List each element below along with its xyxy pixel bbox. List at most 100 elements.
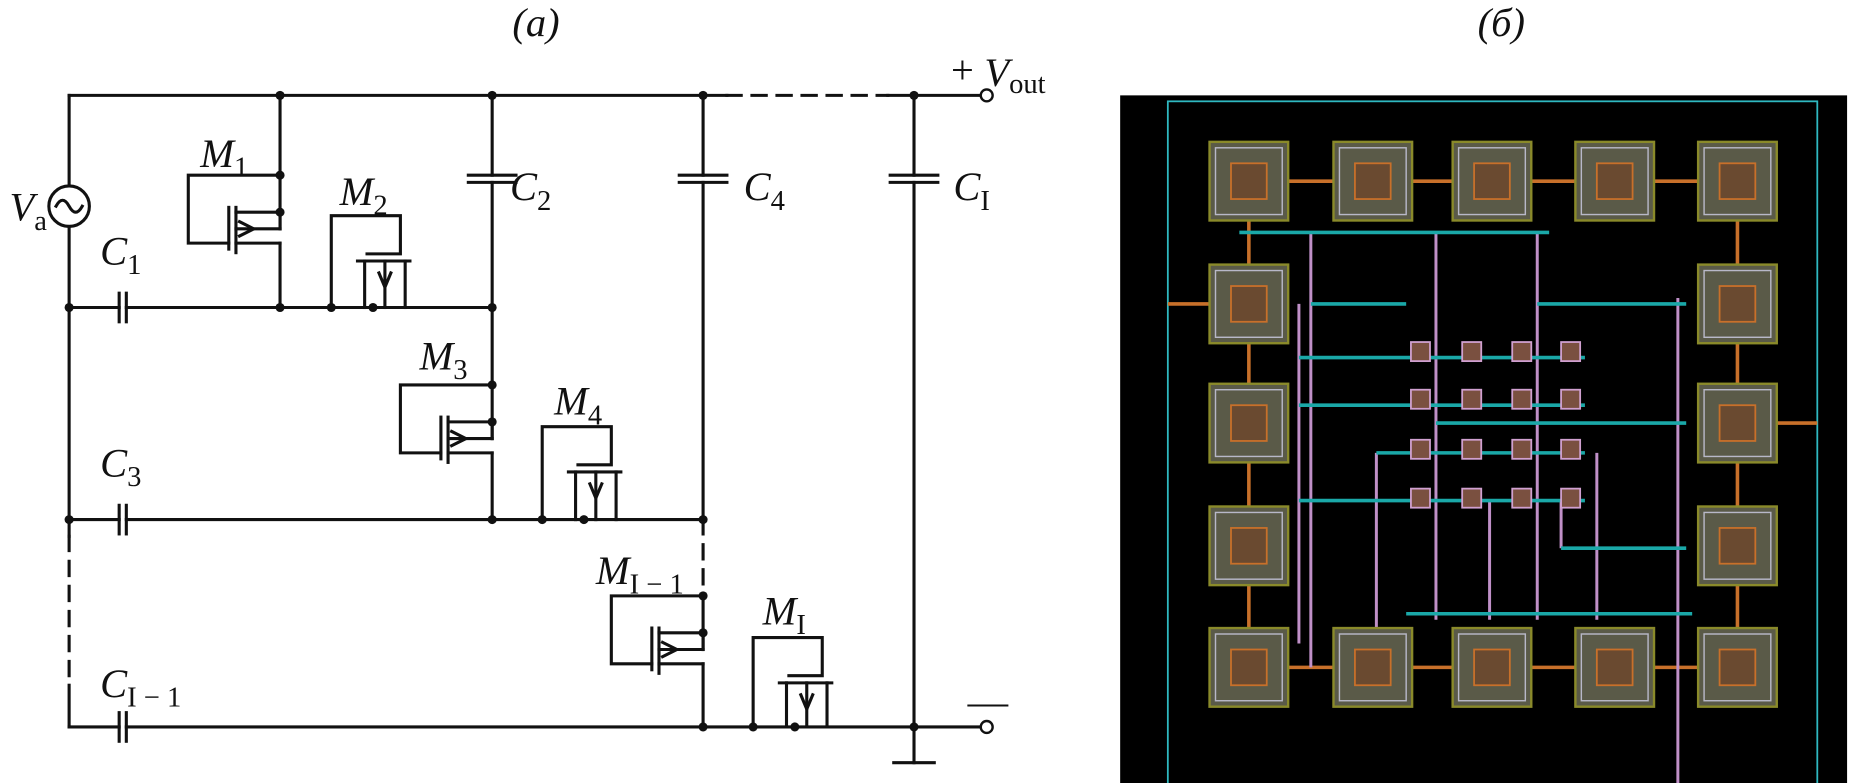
junction-dot (487, 90, 497, 100)
c-i-label: CI (953, 164, 990, 217)
junction-dot (275, 302, 285, 313)
transistor-cell (1461, 438, 1483, 460)
junction-dot (698, 515, 708, 525)
minus-terminal-label: — (967, 679, 1009, 724)
pad-inner (1214, 147, 1283, 216)
transistor-cell (1560, 388, 1582, 410)
pad-core (1718, 527, 1757, 565)
pad-core (1718, 285, 1757, 323)
c4-label: C4 (744, 164, 785, 217)
junction-dot (275, 170, 285, 180)
arrow-icon (449, 429, 470, 448)
junction-dot (275, 207, 285, 217)
pad-core (1230, 404, 1268, 442)
pad-inner (1214, 633, 1283, 702)
c-i-minus-1-label: CI − 1 (100, 661, 181, 714)
pad-inner (1338, 147, 1407, 216)
junction-dot (537, 515, 547, 525)
io-pad (1208, 263, 1290, 345)
junction-dot (64, 515, 74, 525)
pad-inner (1703, 633, 1772, 702)
junction-dot (909, 722, 919, 732)
arrow-icon (798, 692, 815, 714)
wire (186, 173, 282, 245)
charge-pump-schematic (47, 88, 994, 765)
pad-core (1718, 648, 1757, 687)
minus-terminal (979, 719, 994, 735)
transistor-cell (1461, 341, 1483, 363)
transistor-cell (1461, 487, 1483, 509)
transistor-cell (1560, 341, 1582, 363)
vout-label: Vout (984, 50, 1045, 100)
m1-label: M1 (199, 131, 248, 184)
pad-core (1595, 648, 1634, 687)
junction-dot (368, 302, 378, 313)
junction-dot (579, 515, 589, 525)
transistor-cell (1511, 388, 1533, 410)
caption-b: (б) (1478, 0, 1525, 45)
pad-core (1473, 162, 1511, 200)
junction-dot (698, 722, 708, 732)
pad-core (1354, 648, 1392, 687)
transistor-cell (1511, 341, 1533, 363)
junction-dot (698, 628, 708, 638)
arrow-icon (237, 219, 258, 239)
pad-inner (1703, 269, 1772, 338)
junction-dot (790, 722, 800, 732)
sine-icon (53, 198, 85, 214)
pad-inner (1703, 388, 1772, 458)
schematic-labels: (a) (б) + — Vout Va M1 M2 M3 M4 MI − 1 M… (10, 0, 1525, 724)
junction-dot (698, 591, 708, 601)
wire (540, 425, 613, 522)
pad-inner (1338, 633, 1407, 702)
junction-dot (748, 722, 758, 732)
transistor-cell (1461, 388, 1483, 410)
junction-dot (909, 90, 919, 100)
arrow-icon (660, 640, 681, 659)
plus-terminal-label: + (951, 47, 974, 92)
pad-inner (1214, 269, 1283, 338)
va-label: Va (10, 184, 48, 237)
wire (609, 594, 705, 666)
pad-core (1595, 162, 1634, 200)
pad-core (1230, 527, 1268, 565)
junction-dot (698, 90, 708, 100)
transistor-cell (1410, 388, 1431, 410)
pad-inner (1214, 511, 1283, 580)
chip-layout (1120, 95, 1848, 783)
pad-inner (1457, 633, 1527, 702)
junction-dot (487, 515, 497, 525)
pad-core (1354, 162, 1392, 200)
transistor-cell (1410, 341, 1431, 363)
pad-inner (1457, 147, 1527, 216)
transistor-cell (1560, 438, 1582, 460)
transistor-cell (1410, 487, 1431, 509)
pad-inner (1580, 633, 1649, 702)
junction-dot (64, 302, 74, 313)
pad-inner (1580, 147, 1649, 216)
m-i-label: MI (762, 588, 806, 641)
junction-dot (275, 90, 285, 100)
pad-core (1230, 285, 1268, 323)
transistor-cell (1560, 487, 1582, 509)
m3-label: M3 (418, 333, 467, 386)
pad-inner (1214, 388, 1283, 458)
pad-core (1473, 648, 1511, 687)
junction-dot (487, 302, 497, 313)
vout-plus-terminal (979, 88, 994, 103)
m4-label: M4 (553, 379, 602, 432)
wire (751, 636, 824, 729)
transistor-cell (1511, 438, 1533, 460)
junction-dot (487, 380, 497, 390)
junction-dot (326, 302, 336, 313)
junction-dot (487, 417, 497, 427)
pad-inner (1703, 147, 1772, 216)
wire (398, 383, 494, 455)
pad-core (1230, 162, 1268, 200)
m-i-minus-1-label: MI − 1 (595, 548, 684, 601)
transistor-cell (1410, 438, 1431, 460)
c2-label: C2 (510, 164, 551, 217)
pad-core (1718, 404, 1757, 442)
arrow-icon (376, 270, 393, 292)
